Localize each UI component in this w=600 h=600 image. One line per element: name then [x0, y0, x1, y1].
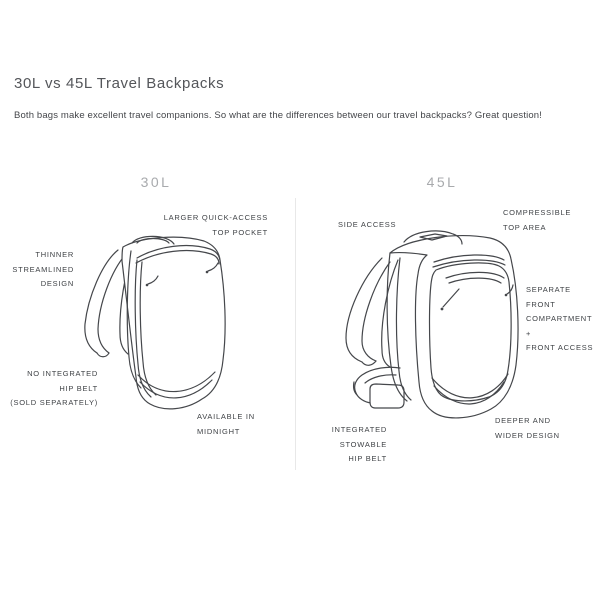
label-line: INTEGRATED — [331, 425, 387, 434]
label-line: COMPRESSIBLE — [503, 208, 572, 217]
label-larger-quick-access-top-pocket: LARGER QUICK-ACCESS TOP POCKET — [164, 211, 268, 240]
label-line: AVAILABLE IN — [197, 412, 255, 421]
section-heading-30l: 30L — [140, 174, 172, 190]
label-line: STREAMLINED — [12, 264, 74, 274]
label-line: STOWABLE — [339, 439, 387, 449]
label-available-in-midnight: AVAILABLE IN MIDNIGHT — [197, 410, 255, 439]
section-heading-45l: 45L — [426, 174, 458, 190]
label-deeper-wider-design: DEEPER AND WIDER DESIGN — [495, 414, 560, 443]
label-line: HIP BELT — [59, 383, 98, 393]
label-line: DESIGN — [40, 279, 74, 288]
label-thinner-streamlined-design: THINNER STREAMLINED DESIGN — [12, 248, 74, 292]
label-line: TOP AREA — [503, 222, 547, 232]
label-line: (SOLD SEPARATELY) — [10, 398, 98, 407]
label-line: THINNER — [35, 250, 74, 259]
section-divider — [295, 198, 296, 470]
label-line: DEEPER AND — [495, 416, 551, 425]
label-line: + — [526, 328, 532, 338]
label-line: SEPARATE — [526, 285, 571, 294]
page-subtitle: Both bags make excellent travel companio… — [14, 110, 543, 121]
shoulder-straps-icon — [345, 257, 399, 368]
label-line: FRONT ACCESS — [526, 343, 594, 352]
label-line: COMPARTMENT — [526, 314, 593, 323]
backpack-45l-illustration — [345, 230, 519, 419]
label-line: SIDE ACCESS — [338, 220, 397, 229]
label-line: WIDER DESIGN — [495, 430, 560, 440]
label-line: MIDNIGHT — [197, 426, 241, 436]
hip-belt-icon — [353, 366, 405, 409]
label-line: HIP BELT — [348, 454, 387, 463]
page-title: 30L vs 45L Travel Backpacks — [14, 75, 225, 92]
label-line: NO INTEGRATED — [27, 369, 98, 378]
zipper-pull-icon — [145, 262, 219, 287]
top-handle-icon — [403, 230, 463, 245]
label-no-integrated-hip-belt: NO INTEGRATED HIP BELT (SOLD SEPARATELY) — [10, 367, 98, 411]
top-handle-icon — [131, 235, 175, 245]
label-compressible-top-area: COMPRESSIBLE TOP AREA — [503, 206, 571, 235]
bag-body-icon — [121, 236, 226, 410]
label-line: TOP POCKET — [212, 227, 268, 237]
zipper-pull-icon — [440, 284, 514, 311]
bag-body-icon — [386, 235, 519, 419]
label-line: FRONT — [526, 299, 556, 309]
label-line: LARGER QUICK-ACCESS — [163, 213, 268, 222]
label-separate-front-compartment: SEPARATE FRONT COMPARTMENT + FRONT ACCES… — [526, 283, 593, 356]
backpack-30l-illustration — [84, 235, 226, 410]
label-side-access: SIDE ACCESS — [338, 218, 396, 233]
label-integrated-stowable-hip-belt: INTEGRATED STOWABLE HIP BELT — [332, 423, 387, 467]
